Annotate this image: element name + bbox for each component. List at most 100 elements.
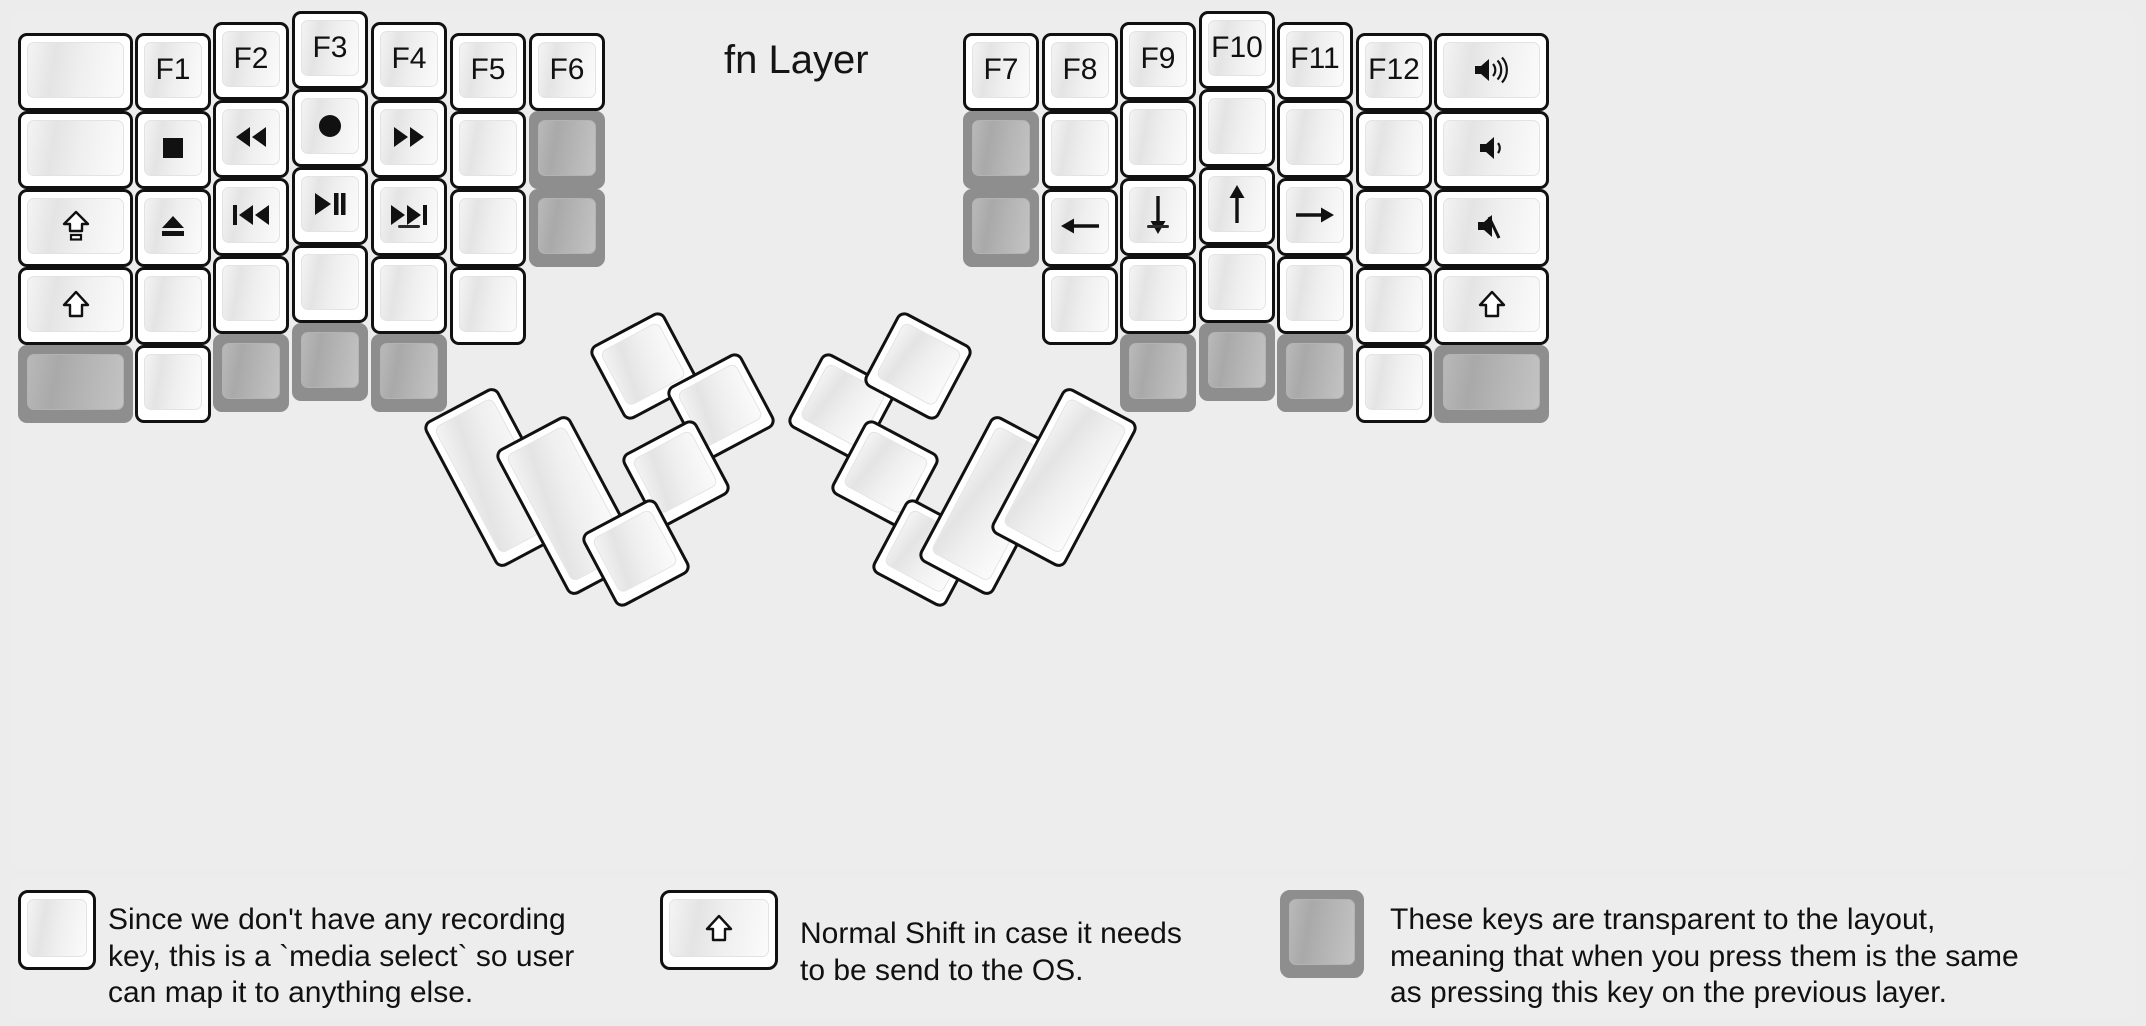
key-right-col-inner-3[interactable] [1042, 267, 1118, 345]
keycap-surface [1208, 98, 1266, 154]
keycap-surface [1443, 120, 1540, 176]
keycap-surface [301, 254, 359, 310]
key-left-col-inner-0[interactable]: F5 [450, 33, 526, 111]
keycap-surface [1443, 354, 1540, 410]
key-left-col-index-4[interactable] [371, 334, 447, 412]
page-title: fn Layer [724, 38, 869, 82]
key-left-col-pinky-4[interactable] [135, 345, 211, 423]
key-right-col-inner-1[interactable] [1042, 111, 1118, 189]
keycap-surface [301, 176, 359, 232]
key-label: F9 [1140, 42, 1176, 75]
keycap-surface [380, 187, 438, 243]
key-right-col-outer-1[interactable] [1434, 111, 1549, 189]
key-right-col-outer-2[interactable] [1434, 189, 1549, 267]
keycap-surface: F8 [1051, 42, 1109, 98]
key-right-col-outer-3[interactable] [1434, 267, 1549, 345]
key-left-col-extra-0[interactable]: F6 [529, 33, 605, 111]
key-right-col-middle-2[interactable] [1199, 167, 1275, 245]
keycap-surface [380, 265, 438, 321]
key-right-col-extra-1[interactable] [963, 111, 1039, 189]
legend-text-0: Since we don't have any recording key, t… [108, 903, 575, 1010]
key-right-col-extra-2[interactable] [963, 189, 1039, 267]
key-right-col-middle-1[interactable] [1199, 89, 1275, 167]
key-right-col-pinky-3[interactable] [1356, 267, 1432, 345]
key-label: F8 [1062, 53, 1098, 86]
keycap-surface [1129, 265, 1187, 321]
key-right-col-index-4[interactable] [1120, 334, 1196, 412]
keycap-surface [27, 354, 124, 410]
key-left-col-index-3[interactable] [371, 256, 447, 334]
key-left-col-pinky-1[interactable] [135, 111, 211, 189]
key-right-col-ring-0[interactable]: F11 [1277, 22, 1353, 100]
key-left-col-outer-4[interactable] [18, 345, 133, 423]
key-right-col-middle-0[interactable]: F10 [1199, 11, 1275, 89]
keycap-surface [459, 120, 517, 176]
key-left-col-middle-1[interactable] [292, 89, 368, 167]
key-right-col-outer-0[interactable] [1434, 33, 1549, 111]
key-left-col-middle-2[interactable] [292, 167, 368, 245]
key-left-col-extra-2[interactable] [529, 189, 605, 267]
key-left-col-middle-3[interactable] [292, 245, 368, 323]
key-left-col-outer-1[interactable] [18, 111, 133, 189]
keycap-surface [1051, 276, 1109, 332]
key-right-col-middle-4[interactable] [1199, 323, 1275, 401]
media-next-icon [389, 203, 429, 227]
key-left-col-index-1[interactable] [371, 100, 447, 178]
key-left-col-inner-2[interactable] [450, 189, 526, 267]
keycap-surface [1051, 120, 1109, 176]
keycap-surface [27, 42, 124, 98]
keycap-surface [222, 187, 280, 243]
key-right-col-index-1[interactable] [1120, 100, 1196, 178]
key-right-col-pinky-1[interactable] [1356, 111, 1432, 189]
key-right-col-index-0[interactable]: F9 [1120, 22, 1196, 100]
key-left-col-index-0[interactable]: F4 [371, 22, 447, 100]
key-right-col-extra-0[interactable]: F7 [963, 33, 1039, 111]
key-right-col-ring-1[interactable] [1277, 100, 1353, 178]
legend-panel [10, 878, 2136, 1018]
key-right-col-pinky-0[interactable]: F12 [1356, 33, 1432, 111]
keycap-surface [591, 508, 679, 595]
keycap-surface: F7 [972, 42, 1030, 98]
key-right-col-outer-4[interactable] [1434, 345, 1549, 423]
key-right-col-ring-3[interactable] [1277, 256, 1353, 334]
key-left-col-outer-3[interactable] [18, 267, 133, 345]
key-left-col-ring-1[interactable] [213, 100, 289, 178]
key-right-col-inner-0[interactable]: F8 [1042, 33, 1118, 111]
key-right-col-pinky-4[interactable] [1356, 345, 1432, 423]
key-right-col-middle-3[interactable] [1199, 245, 1275, 323]
key-left-col-pinky-0[interactable]: F1 [135, 33, 211, 111]
key-left-col-middle-4[interactable] [292, 323, 368, 401]
key-left-col-pinky-3[interactable] [135, 267, 211, 345]
keycap-surface: F12 [1365, 42, 1423, 98]
key-left-col-extra-1[interactable] [529, 111, 605, 189]
key-left-col-pinky-2[interactable] [135, 189, 211, 267]
keycap-surface [301, 98, 359, 154]
keycap-surface: F5 [459, 42, 517, 98]
key-right-col-ring-2[interactable] [1277, 178, 1353, 256]
key-label: F2 [233, 42, 269, 75]
key-left-col-inner-1[interactable] [450, 111, 526, 189]
keycap-surface [27, 276, 124, 332]
shift-icon [62, 289, 90, 319]
key-left-col-index-2[interactable] [371, 178, 447, 256]
key-left-col-outer-0[interactable] [18, 33, 133, 111]
keycap-surface [972, 198, 1030, 254]
key-left-col-ring-2[interactable] [213, 178, 289, 256]
media-stop-icon [160, 135, 186, 161]
keycap-surface [538, 120, 596, 176]
key-label: F11 [1290, 42, 1340, 75]
key-left-col-ring-4[interactable] [213, 334, 289, 412]
key-left-col-inner-3[interactable] [450, 267, 526, 345]
key-right-col-index-3[interactable] [1120, 256, 1196, 334]
keycap-surface [1208, 332, 1266, 388]
key-right-col-inner-2[interactable] [1042, 189, 1118, 267]
key-right-col-ring-4[interactable] [1277, 334, 1353, 412]
key-right-col-index-2[interactable] [1120, 178, 1196, 256]
key-left-col-outer-2[interactable] [18, 189, 133, 267]
keycap-surface [1129, 109, 1187, 165]
key-left-col-ring-0[interactable]: F2 [213, 22, 289, 100]
key-left-col-middle-0[interactable]: F3 [292, 11, 368, 89]
key-left-col-ring-3[interactable] [213, 256, 289, 334]
key-right-col-pinky-2[interactable] [1356, 189, 1432, 267]
keycap-surface [27, 198, 124, 254]
